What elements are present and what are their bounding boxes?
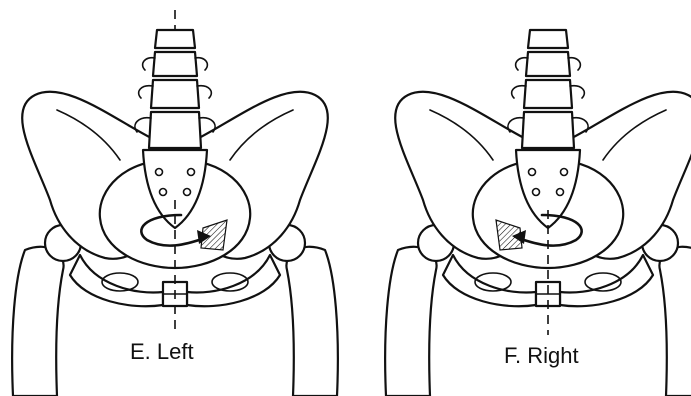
- caption-right: F. Right: [504, 343, 579, 369]
- pelvis-right-illustration: [385, 30, 691, 396]
- panel-right: [385, 30, 691, 396]
- caption-left: E. Left: [130, 339, 194, 365]
